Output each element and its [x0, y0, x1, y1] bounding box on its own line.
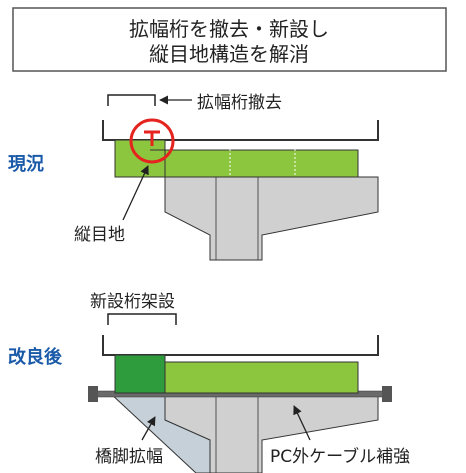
joint-leader: [122, 165, 149, 221]
title-line-2: 縦目地構造を解消: [149, 42, 309, 66]
cable-anchor-right: [382, 386, 392, 402]
cable-anchor-left: [88, 386, 98, 402]
joint-t-symbol: [144, 130, 160, 146]
new-girder-bracket: [107, 313, 177, 325]
pier-improved: [164, 392, 379, 473]
cable-label: PC外ケーブル補強: [270, 446, 410, 467]
title-box: [12, 7, 447, 72]
deck-slab-improved: [102, 335, 379, 356]
removal-bracket: [107, 94, 156, 106]
main-girder-current: [164, 149, 359, 178]
joint-label: 縦目地: [74, 225, 125, 245]
main-girder-improved: [164, 361, 359, 394]
title-line-1: 拡幅桁を撤去・新設し: [129, 17, 329, 41]
remove-girder-label: 拡幅桁撤去: [197, 93, 282, 113]
pier-current: [164, 176, 379, 261]
cable-leader: [293, 405, 311, 441]
pier-widen-label: 橋脚拡幅: [95, 447, 163, 467]
section-label-current: 現況: [8, 153, 44, 175]
new-girder-improved: [114, 354, 166, 394]
section-label-improved: 改良後: [8, 346, 63, 368]
new-girder-label: 新設桁架設: [90, 292, 175, 312]
pier-widen-leader: [141, 416, 156, 441]
longitudinal-joint-marker: [129, 118, 175, 164]
